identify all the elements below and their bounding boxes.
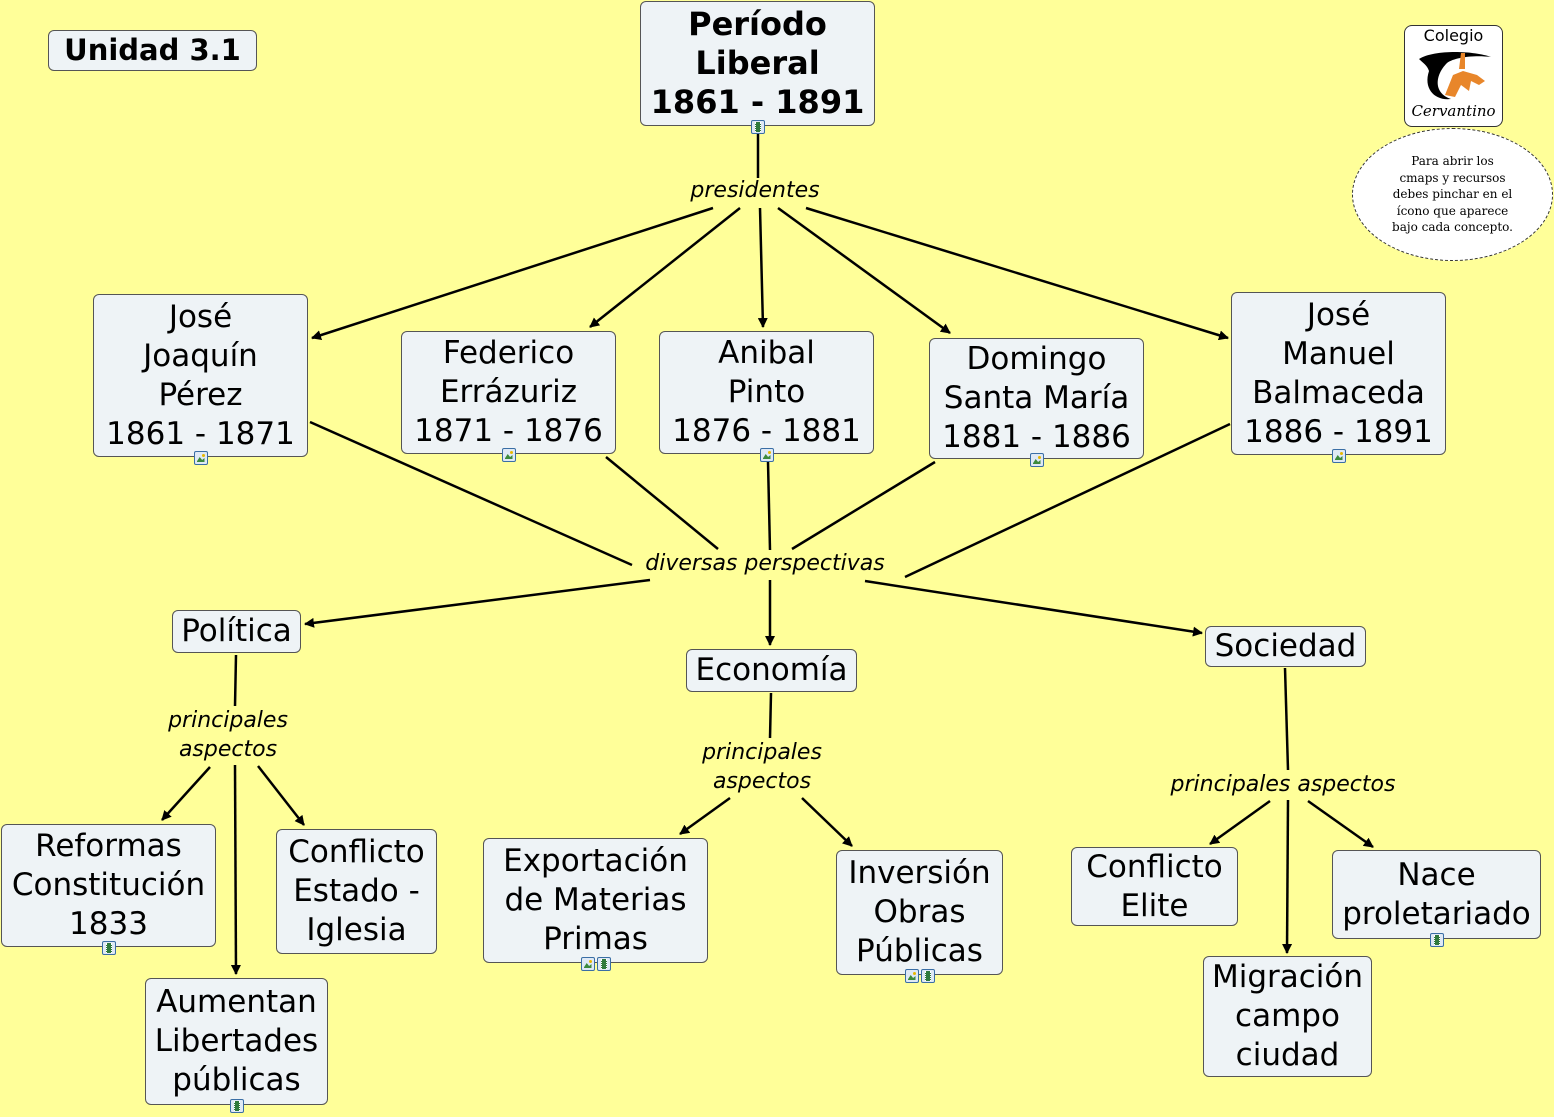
link-principales-aspectos-politica: principales aspectos	[168, 706, 288, 764]
node-text: Migración	[1211, 959, 1364, 995]
link-text: principales	[168, 708, 288, 733]
node-text: Inversión	[848, 855, 991, 891]
node-text: Conflicto	[1086, 848, 1223, 885]
node-text: 1861 - 1871	[106, 415, 295, 452]
node-text: de Materias	[504, 882, 687, 918]
concept-conflicto-elite[interactable]: Conflicto Elite	[1071, 847, 1238, 926]
node-text: Política	[181, 613, 292, 649]
node-text: ciudad	[1235, 1037, 1340, 1073]
node-text: Libertades	[154, 1023, 319, 1059]
concept-periodo-liberal[interactable]: Período Liberal 1861 - 1891	[640, 1, 875, 134]
logo-top-text: Colegio	[1423, 26, 1484, 45]
concept-inversion-obras-publicas[interactable]: Inversión Obras Públicas	[836, 850, 1003, 983]
concept-domingo-santa-maria[interactable]: Domingo Santa María 1881 - 1886	[929, 338, 1144, 467]
node-text: Estado -	[293, 873, 420, 909]
node-text: Joaquín	[143, 337, 258, 374]
node-text: 1886 - 1891	[1244, 413, 1433, 450]
node-text: Período	[688, 5, 827, 43]
node-text: Economía	[695, 652, 848, 688]
film-resource-icon[interactable]	[596, 957, 611, 971]
node-text: Liberal	[695, 44, 820, 82]
concept-conflicto-estado-iglesia[interactable]: Conflicto Estado - Iglesia	[276, 829, 437, 954]
node-text: José	[1306, 296, 1371, 333]
concept-jose-manuel-balmaceda[interactable]: José Manuel Balmaceda 1886 - 1891	[1231, 292, 1446, 463]
node-text: 1881 - 1886	[942, 419, 1131, 455]
image-resource-icon[interactable]	[759, 448, 774, 462]
note-text: cmaps y recursos	[1399, 170, 1506, 185]
node-text: Obras	[873, 894, 966, 930]
film-resource-icon[interactable]	[750, 120, 765, 134]
node-text: Primas	[543, 921, 648, 957]
link-text: aspectos	[712, 769, 812, 794]
concept-exportacion-materias-primas[interactable]: Exportación de Materias Primas	[483, 838, 708, 971]
concept-anibal-pinto[interactable]: Anibal Pinto 1876 - 1881	[659, 331, 874, 462]
node-text: proletariado	[1342, 895, 1531, 932]
node-text: Manuel	[1282, 335, 1395, 372]
node-text: Constitución	[11, 867, 206, 903]
node-text: Elite	[1120, 887, 1189, 924]
node-text: Pérez	[158, 376, 243, 413]
node-text: Federico	[442, 335, 575, 371]
node-text: Pinto	[727, 374, 806, 410]
node-text: José	[168, 298, 233, 335]
node-text: Aumentan	[156, 984, 317, 1020]
link-text: principales	[702, 740, 822, 765]
concept-jose-joaquin-perez[interactable]: José Joaquín Pérez 1861 - 1871	[93, 294, 308, 465]
concept-nace-proletariado[interactable]: Nace proletariado	[1332, 850, 1541, 947]
instructions-note: Para abrir los cmaps y recursos debes pi…	[1352, 128, 1553, 261]
concept-aumentan-libertades-publicas[interactable]: Aumentan Libertades públicas	[145, 978, 328, 1113]
concept-reformas-constitucion-1833[interactable]: Reformas Constitución 1833	[1, 824, 216, 955]
concept-migracion-campo-ciudad[interactable]: Migración campo ciudad	[1203, 956, 1372, 1077]
note-text: Para abrir los	[1411, 154, 1494, 169]
unit-label: Unidad 3.1	[48, 30, 257, 71]
concept-politica[interactable]: Política	[172, 610, 301, 653]
concept-federico-errazuriz[interactable]: Federico Errázuriz 1871 - 1876	[401, 331, 616, 462]
node-text: 1876 - 1881	[672, 413, 861, 449]
link-diversas-perspectivas: diversas perspectivas	[645, 551, 885, 576]
knight-icon	[1419, 52, 1491, 100]
image-resource-icon[interactable]	[904, 969, 919, 983]
film-resource-icon[interactable]	[1429, 933, 1444, 947]
note-text: ícono que aparece	[1396, 203, 1509, 218]
node-text: Sociedad	[1214, 628, 1357, 664]
node-text: campo	[1235, 998, 1340, 1034]
node-text: Exportación	[503, 843, 688, 879]
note-text: bajo cada concepto.	[1392, 220, 1513, 235]
unit-label-text: Unidad 3.1	[64, 33, 241, 67]
image-resource-icon[interactable]	[1029, 453, 1044, 467]
node-text: Anibal	[718, 335, 815, 371]
node-text: 1833	[69, 906, 148, 942]
node-text: 1871 - 1876	[414, 413, 603, 449]
image-resource-icon[interactable]	[580, 957, 595, 971]
film-resource-icon[interactable]	[101, 941, 116, 955]
concept-sociedad[interactable]: Sociedad	[1205, 626, 1366, 667]
link-presidentes: presidentes	[690, 178, 820, 203]
link-principales-aspectos-economia: principales aspectos	[702, 738, 822, 796]
node-text: Balmaceda	[1252, 374, 1425, 411]
node-text: Santa María	[943, 380, 1130, 416]
node-text: Nace	[1397, 856, 1476, 893]
note-text: debes pinchar en el	[1392, 187, 1513, 202]
node-text: públicas	[172, 1062, 301, 1098]
node-text: Reformas	[35, 828, 182, 864]
concept-economia[interactable]: Economía	[686, 649, 857, 692]
node-text: Errázuriz	[439, 374, 578, 410]
film-resource-icon[interactable]	[229, 1099, 244, 1113]
node-text: Públicas	[856, 933, 983, 969]
logo-bottom-text: Cervantino	[1411, 102, 1496, 120]
node-text: Domingo	[966, 341, 1107, 377]
colegio-cervantino-logo: Colegio Cervantino	[1404, 25, 1503, 127]
image-resource-icon[interactable]	[501, 448, 516, 462]
link-principales-aspectos-sociedad: principales aspectos	[1170, 772, 1396, 797]
image-resource-icon[interactable]	[193, 451, 208, 465]
image-resource-icon[interactable]	[1331, 449, 1346, 463]
film-resource-icon[interactable]	[920, 969, 935, 983]
link-text: aspectos	[178, 737, 278, 762]
node-text: 1861 - 1891	[650, 83, 865, 121]
node-text: Conflicto	[288, 834, 425, 870]
node-text: Iglesia	[306, 912, 407, 948]
